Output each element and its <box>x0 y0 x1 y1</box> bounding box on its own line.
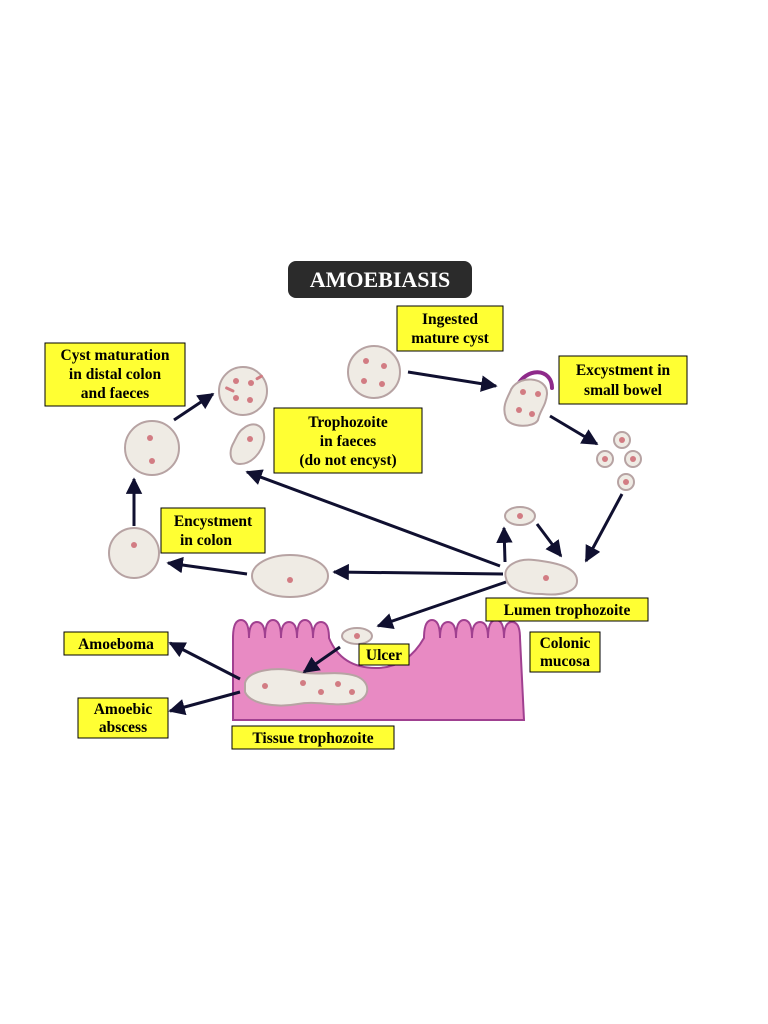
svg-text:(do not encyst): (do not encyst) <box>299 452 396 469</box>
title: AMOEBIASIS <box>310 267 451 292</box>
label-encystment: Encystment in colon <box>160 507 266 554</box>
trophozoite-in-faeces <box>229 423 266 466</box>
arrow-ingest-to-excyst <box>407 370 498 392</box>
svg-text:mature cyst: mature cyst <box>411 330 489 347</box>
small-trophozoite <box>504 506 536 526</box>
label-ingested-mature-cyst: Ingested mature cyst <box>396 305 504 352</box>
tissue-trophozoite-cell <box>244 668 369 707</box>
label-cyst-maturation: Cyst maturation in distal colon and faec… <box>44 342 186 407</box>
svg-text:Ingested: Ingested <box>422 311 478 328</box>
uninucleate-cyst <box>108 527 160 579</box>
arrow-precyst-to-cyst <box>166 556 248 576</box>
mature-cyst-distal-colon <box>218 366 268 416</box>
arrow-tissue-to-amoeboma <box>168 641 241 681</box>
binucleate-cyst <box>124 420 180 476</box>
precystic-trophozoite <box>251 554 329 598</box>
svg-text:mucosa: mucosa <box>540 653 590 670</box>
svg-text:small bowel: small bowel <box>584 382 663 399</box>
ingested-mature-cyst <box>347 345 401 399</box>
label-lumen-trophozoite: Lumen trophozoite <box>485 597 649 622</box>
svg-text:Amoeboma: Amoeboma <box>78 636 154 653</box>
label-ulcer: Ulcer <box>358 643 410 666</box>
label-amoebic-abscess: Amoebic abscess <box>77 697 169 739</box>
arrow-small-to-lumen <box>535 523 563 558</box>
svg-text:Amoebic: Amoebic <box>94 701 153 718</box>
svg-text:in distal colon: in distal colon <box>69 366 162 383</box>
label-excystment: Excystment in small bowel <box>558 355 688 405</box>
svg-text:in colon: in colon <box>180 532 232 549</box>
svg-text:Tissue trophozoite: Tissue trophozoite <box>252 730 373 747</box>
svg-text:Encystment: Encystment <box>174 513 253 530</box>
svg-text:and faeces: and faeces <box>81 385 149 402</box>
arrow-to-maturation <box>173 392 215 422</box>
arrow-lumen-to-ulcer <box>376 580 507 629</box>
arrow-tissue-to-abscess <box>168 690 241 716</box>
label-amoeboma: Amoeboma <box>63 631 169 656</box>
arrows <box>125 370 624 716</box>
metacystic-trophozoites <box>596 431 642 491</box>
arrow-trophs-to-lumen <box>584 493 624 563</box>
svg-text:Trophozoite: Trophozoite <box>308 414 388 431</box>
excysting-cyst <box>503 370 554 427</box>
label-colonic-mucosa: Colonic mucosa <box>529 631 601 673</box>
svg-text:in faeces: in faeces <box>320 433 376 450</box>
title-badge: AMOEBIASIS <box>288 261 472 298</box>
lumen-trophozoite-cell <box>504 558 578 596</box>
svg-text:abscess: abscess <box>99 719 147 736</box>
svg-text:Lumen trophozoite: Lumen trophozoite <box>504 602 631 619</box>
label-trophozoite-faeces: Trophozoite in faeces (do not encyst) <box>273 407 423 474</box>
arrow-lumen-to-precyst <box>332 563 504 581</box>
svg-text:Cyst maturation: Cyst maturation <box>61 347 170 364</box>
ulcer-trophozoite <box>341 627 373 645</box>
svg-text:Excystment in: Excystment in <box>576 362 671 379</box>
arrow-lumen-to-faeces <box>245 469 501 568</box>
label-tissue-trophozoite: Tissue trophozoite <box>231 725 395 750</box>
svg-text:Ulcer: Ulcer <box>366 647 402 664</box>
arrow-excyst-to-trophs <box>549 414 599 446</box>
arrow-lumen-to-small <box>496 526 513 563</box>
arrow-ulcer-to-tissue <box>302 645 341 674</box>
svg-text:Colonic: Colonic <box>540 635 591 652</box>
